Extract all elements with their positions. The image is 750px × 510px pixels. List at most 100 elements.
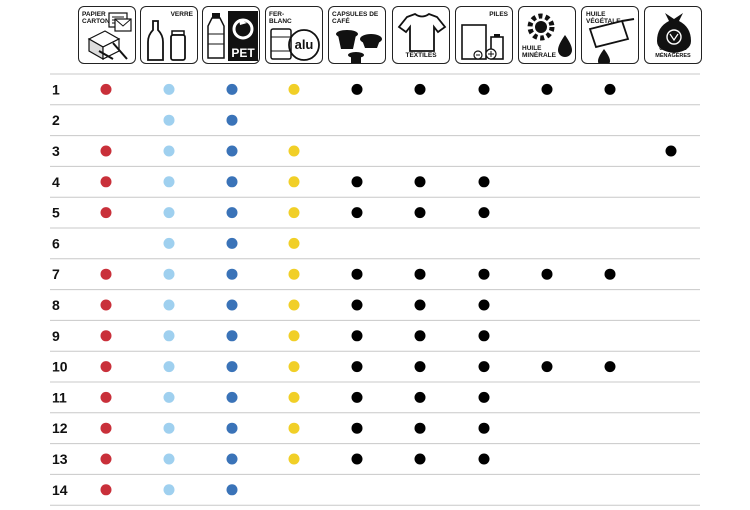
- column-header-ferblanc: FER- BLANC alu: [265, 6, 323, 64]
- dot-textiles: [414, 268, 426, 280]
- dot-piles: [478, 83, 490, 95]
- column-header-pet: PET: [202, 6, 260, 64]
- dot-pet: [226, 484, 238, 496]
- dot-papier: [100, 145, 112, 157]
- dot-capsules: [351, 83, 363, 95]
- household-waste-icon: [657, 13, 691, 53]
- row-number: 10: [52, 359, 68, 375]
- dot-textiles: [414, 422, 426, 434]
- column-header-ordures: ORDURES MÉNAGÈRES: [644, 6, 702, 64]
- dot-ferblanc: [288, 453, 300, 465]
- dot-huile_veg: [604, 268, 616, 280]
- dot-textiles: [414, 391, 426, 403]
- dot-piles: [478, 391, 490, 403]
- column-header-huile-minerale: HUILE MINÉRALE: [518, 6, 576, 64]
- dot-piles: [478, 453, 490, 465]
- column-header-capsules: CAPSULES DE CAFÉ: [328, 6, 386, 64]
- dot-textiles: [414, 299, 426, 311]
- coffee-capsules-icon: [336, 30, 382, 63]
- dot-capsules: [351, 330, 363, 342]
- vegetable-oil-icon: [588, 18, 635, 63]
- dot-verre: [163, 391, 175, 403]
- dot-huile_veg: [604, 83, 616, 95]
- dot-capsules: [351, 422, 363, 434]
- dot-verre: [163, 145, 175, 157]
- dot-papier: [100, 361, 112, 373]
- dot-pet: [226, 114, 238, 126]
- dot-papier: [100, 268, 112, 280]
- row-number: 14: [52, 482, 68, 498]
- dot-ferblanc: [288, 237, 300, 249]
- pet-bottle-icon: PET: [207, 11, 258, 61]
- dot-papier: [100, 330, 112, 342]
- dot-verre: [163, 484, 175, 496]
- dot-verre: [163, 237, 175, 249]
- dot-piles: [478, 299, 490, 311]
- dot-papier: [100, 207, 112, 219]
- dot-ferblanc: [288, 268, 300, 280]
- column-header-textiles: TEXTILES: [392, 6, 450, 64]
- dot-pet: [226, 330, 238, 342]
- huile-minerale-label: HUILE MINÉRALE: [522, 45, 556, 59]
- row-number: 6: [52, 235, 60, 251]
- row-number: 7: [52, 266, 60, 282]
- dot-huile_min: [541, 83, 553, 95]
- dot-ferblanc: [288, 299, 300, 311]
- dot-pet: [226, 391, 238, 403]
- dot-piles: [478, 207, 490, 219]
- dot-huile_veg: [604, 361, 616, 373]
- dot-piles: [478, 268, 490, 280]
- dot-piles: [478, 361, 490, 373]
- dot-papier: [100, 391, 112, 403]
- verre-label: VERRE: [170, 11, 193, 18]
- dot-verre: [163, 361, 175, 373]
- dot-ferblanc: [288, 361, 300, 373]
- dot-huile_min: [541, 361, 553, 373]
- huile-vegetale-label: HUILE VÉGÉTALE: [586, 11, 621, 25]
- row-number: 4: [52, 174, 60, 190]
- row-number: 3: [52, 143, 60, 159]
- dot-pet: [226, 422, 238, 434]
- dot-textiles: [414, 207, 426, 219]
- dot-textiles: [414, 176, 426, 188]
- dot-capsules: [351, 268, 363, 280]
- dot-capsules: [351, 176, 363, 188]
- ferblanc-label: FER- BLANC: [269, 11, 292, 25]
- dot-capsules: [351, 391, 363, 403]
- row-number: 8: [52, 297, 60, 313]
- dot-pet: [226, 268, 238, 280]
- dot-pet: [226, 237, 238, 249]
- dot-ferblanc: [288, 330, 300, 342]
- dot-capsules: [351, 361, 363, 373]
- dot-papier: [100, 299, 112, 311]
- row-number: 2: [52, 112, 60, 128]
- dot-verre: [163, 330, 175, 342]
- dot-textiles: [414, 361, 426, 373]
- row-number: 11: [52, 389, 67, 405]
- dot-pet: [226, 83, 238, 95]
- dot-capsules: [351, 299, 363, 311]
- dot-verre: [163, 207, 175, 219]
- dot-pet: [226, 176, 238, 188]
- dot-verre: [163, 114, 175, 126]
- dot-textiles: [414, 453, 426, 465]
- alu-label: alu: [295, 37, 314, 52]
- dot-piles: [478, 176, 490, 188]
- dot-pet: [226, 207, 238, 219]
- row-number: 5: [52, 205, 60, 221]
- dot-ferblanc: [288, 391, 300, 403]
- dot-piles: [478, 422, 490, 434]
- glass-icon: [147, 20, 186, 61]
- dot-capsules: [351, 207, 363, 219]
- pet-label: PET: [231, 46, 255, 60]
- dot-verre: [163, 176, 175, 188]
- paper-carton-icon: [87, 12, 132, 61]
- dot-ordures: [665, 145, 677, 157]
- textiles-icon: [397, 12, 447, 52]
- textiles-label: TEXTILES: [405, 52, 437, 59]
- row-number: 13: [52, 451, 68, 467]
- dot-pet: [226, 453, 238, 465]
- tin-alu-icon: alu: [270, 28, 320, 61]
- dot-ferblanc: [288, 145, 300, 157]
- dot-textiles: [414, 330, 426, 342]
